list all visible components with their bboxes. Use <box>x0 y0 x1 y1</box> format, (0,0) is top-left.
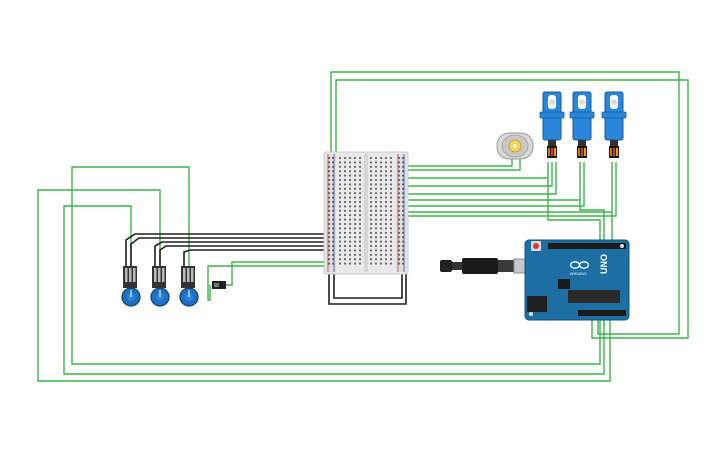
wire-pot2-loop[interactable] <box>37 189 611 382</box>
wire-pot1-loop[interactable] <box>63 205 605 375</box>
wire-top-loop[interactable] <box>330 71 680 335</box>
wire-top-loop-2[interactable] <box>335 79 689 339</box>
servo-1[interactable] <box>539 91 565 158</box>
wire-switch-2[interactable] <box>226 261 331 286</box>
wire-servo2-b[interactable] <box>402 162 585 207</box>
wire-pot-black-3[interactable] <box>154 241 331 268</box>
potentiometer-3[interactable] <box>179 266 199 307</box>
wire-ard-2[interactable] <box>579 200 605 244</box>
servo-2[interactable] <box>569 91 595 158</box>
black-wires <box>125 233 407 305</box>
wire-motor-1[interactable] <box>402 158 513 167</box>
wire-pot-black-1[interactable] <box>125 233 331 268</box>
breadboard-holes <box>328 157 404 265</box>
wire-pot3-loop[interactable] <box>71 166 601 365</box>
arduino-logo-text: ARDUINO <box>570 272 587 276</box>
green-wires <box>37 71 689 382</box>
wire-bb-bottom-loop[interactable] <box>333 270 403 299</box>
arduino-brand-text: UNO <box>599 254 609 274</box>
dc-motor[interactable] <box>496 132 534 160</box>
servos <box>539 91 627 158</box>
potentiometer-2[interactable] <box>150 266 170 307</box>
arduino-infinity-logo <box>569 261 590 269</box>
wire-pot-black-4[interactable] <box>159 245 331 268</box>
potentiometer-1[interactable] <box>121 266 141 307</box>
wire-ard-1[interactable] <box>547 178 601 244</box>
breadboard[interactable] <box>323 151 409 275</box>
arduino-uno[interactable]: UNO ARDUINO <box>524 239 630 321</box>
wire-motor-2[interactable] <box>402 158 521 171</box>
wire-pot-black-2[interactable] <box>130 237 331 268</box>
slide-switch[interactable] <box>212 281 226 289</box>
servo-3[interactable] <box>601 91 627 158</box>
wire-pot-black-5[interactable] <box>183 249 331 268</box>
wire-switch-1[interactable] <box>207 265 331 301</box>
wire-servo1-c[interactable] <box>402 162 557 195</box>
usb-cable[interactable] <box>440 258 535 274</box>
wire-servo1-b[interactable] <box>402 162 553 187</box>
wire-servo3-b[interactable] <box>402 162 617 217</box>
wire-bb-bottom-loop-2[interactable] <box>328 272 407 305</box>
